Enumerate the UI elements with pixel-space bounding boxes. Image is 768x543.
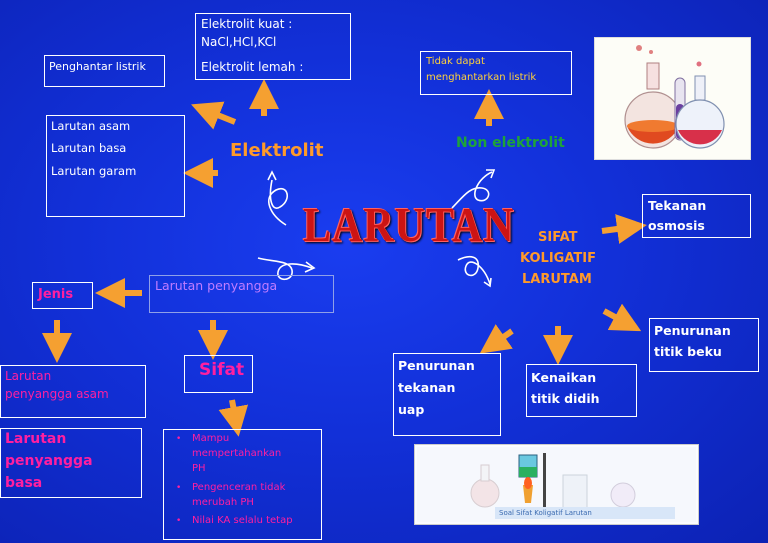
freezing-point-box: Penurunan titik beku (649, 318, 759, 372)
electrolyte-examples-box: Larutan asam Larutan basa Larutan garam (46, 115, 185, 217)
sifat-label: Sifat (199, 360, 245, 380)
penyangga-box: Larutan penyangga (149, 275, 334, 313)
boiling-point-box: Kenaikan titik didih (526, 364, 637, 417)
example-item: Larutan asam (51, 119, 131, 133)
strong-electrolyte-line2: NaCl,HCl,KCl (201, 35, 277, 49)
jenis-basa-line2: penyangga (5, 453, 93, 469)
arrow-to-penghantar (191, 101, 237, 130)
main-title: LARUTAN (303, 199, 515, 253)
flask-illustration (624, 45, 725, 149)
penyangga-label: Larutan penyangga (155, 278, 278, 293)
strong-electrolyte-line1: Elektrolit kuat : (201, 17, 293, 31)
freezing-line1: Penurunan (654, 323, 731, 338)
sifat-item-bullet: • (176, 516, 182, 526)
arrow-to-sifat-items (218, 399, 249, 437)
sifat-item-3-line1: Nilai KA selalu tetap (192, 515, 293, 526)
sifat-item-2-line2: merubah PH (192, 497, 254, 508)
non-elektrolit-label: Non elektrolit (456, 135, 565, 151)
sifat-items-box: • Mampu mempertahankan PH • Pengenceran … (163, 429, 322, 540)
jenis-box: Jenis (32, 282, 93, 309)
sifat-item-1-line1: Mampu (192, 433, 230, 444)
elektrolit-label: Elektrolit (230, 140, 324, 161)
koligatif-line2: KOLIGATIF (520, 251, 596, 266)
vapor-line2: tekanan (398, 380, 456, 395)
example-item: Larutan garam (51, 164, 137, 178)
jenis-basa-box: Larutan penyangga basa (0, 428, 142, 498)
non-elektrolit-desc-line2: menghantarkan listrik (426, 72, 537, 83)
freezing-line2: titik beku (654, 344, 722, 359)
faded-glassware (470, 464, 636, 510)
red-flask (624, 62, 682, 149)
sifat-box: Sifat (184, 355, 253, 393)
arrow-to-freezing (602, 303, 642, 332)
jenis-label: Jenis (38, 287, 74, 302)
osmosis-line2: osmosis (648, 218, 705, 233)
jenis-asam-line1: Larutan (5, 369, 52, 383)
jenis-basa-line3: basa (5, 475, 43, 491)
osmosis-box: Tekanan osmosis (642, 194, 751, 238)
lab-photo-caption: Soal Sifat Koligatif Larutan (499, 509, 592, 517)
curly-arrows (257, 169, 496, 288)
jenis-asam-box: Larutan penyangga asam (0, 365, 146, 418)
jenis-asam-line2: penyangga asam (5, 387, 109, 401)
sifat-item-bullet: • (176, 483, 182, 493)
jenis-basa-line1: Larutan (5, 431, 67, 447)
non-elektrolit-desc-box: Tidak dapat menghantarkan listrik (420, 51, 572, 95)
non-elektrolit-desc-line1: Tidak dapat (426, 56, 485, 67)
vapor-line1: Penurunan (398, 358, 475, 373)
weak-electrolyte: Elektrolit lemah : (201, 60, 304, 74)
vapor-line3: uap (398, 402, 425, 417)
sifat-item-1-line2: mempertahankan (192, 448, 282, 459)
boiling-line2: titik didih (531, 391, 600, 406)
sifat-item-1-line3: PH (192, 463, 206, 474)
conductor-box: Penghantar listrik (44, 55, 165, 87)
lab-photo: Soal Sifat Koligatif Larutan (414, 444, 699, 525)
arrow-to-osmosis (601, 214, 647, 244)
boiling-line1: Kenaikan (531, 370, 597, 385)
conductor-text: Penghantar listrik (49, 60, 146, 73)
elektrolit-strength-box: Elektrolit kuat : NaCl,HCl,KCl Elektroli… (195, 13, 351, 80)
lab-illustration (417, 447, 696, 522)
sifat-item-2-line1: Pengenceran tidak (192, 482, 286, 493)
blue-flask (675, 75, 725, 149)
example-item: Larutan basa (51, 141, 127, 155)
sifat-item-bullet: • (176, 434, 182, 444)
arrow-to-vapor (479, 324, 514, 354)
vapor-pressure-box: Penurunan tekanan uap (393, 353, 501, 436)
koligatif-line1: SIFAT (538, 230, 578, 245)
flask-photo (594, 37, 751, 160)
osmosis-line1: Tekanan (648, 198, 707, 213)
koligatif-line3: LARUTAM (522, 272, 592, 287)
